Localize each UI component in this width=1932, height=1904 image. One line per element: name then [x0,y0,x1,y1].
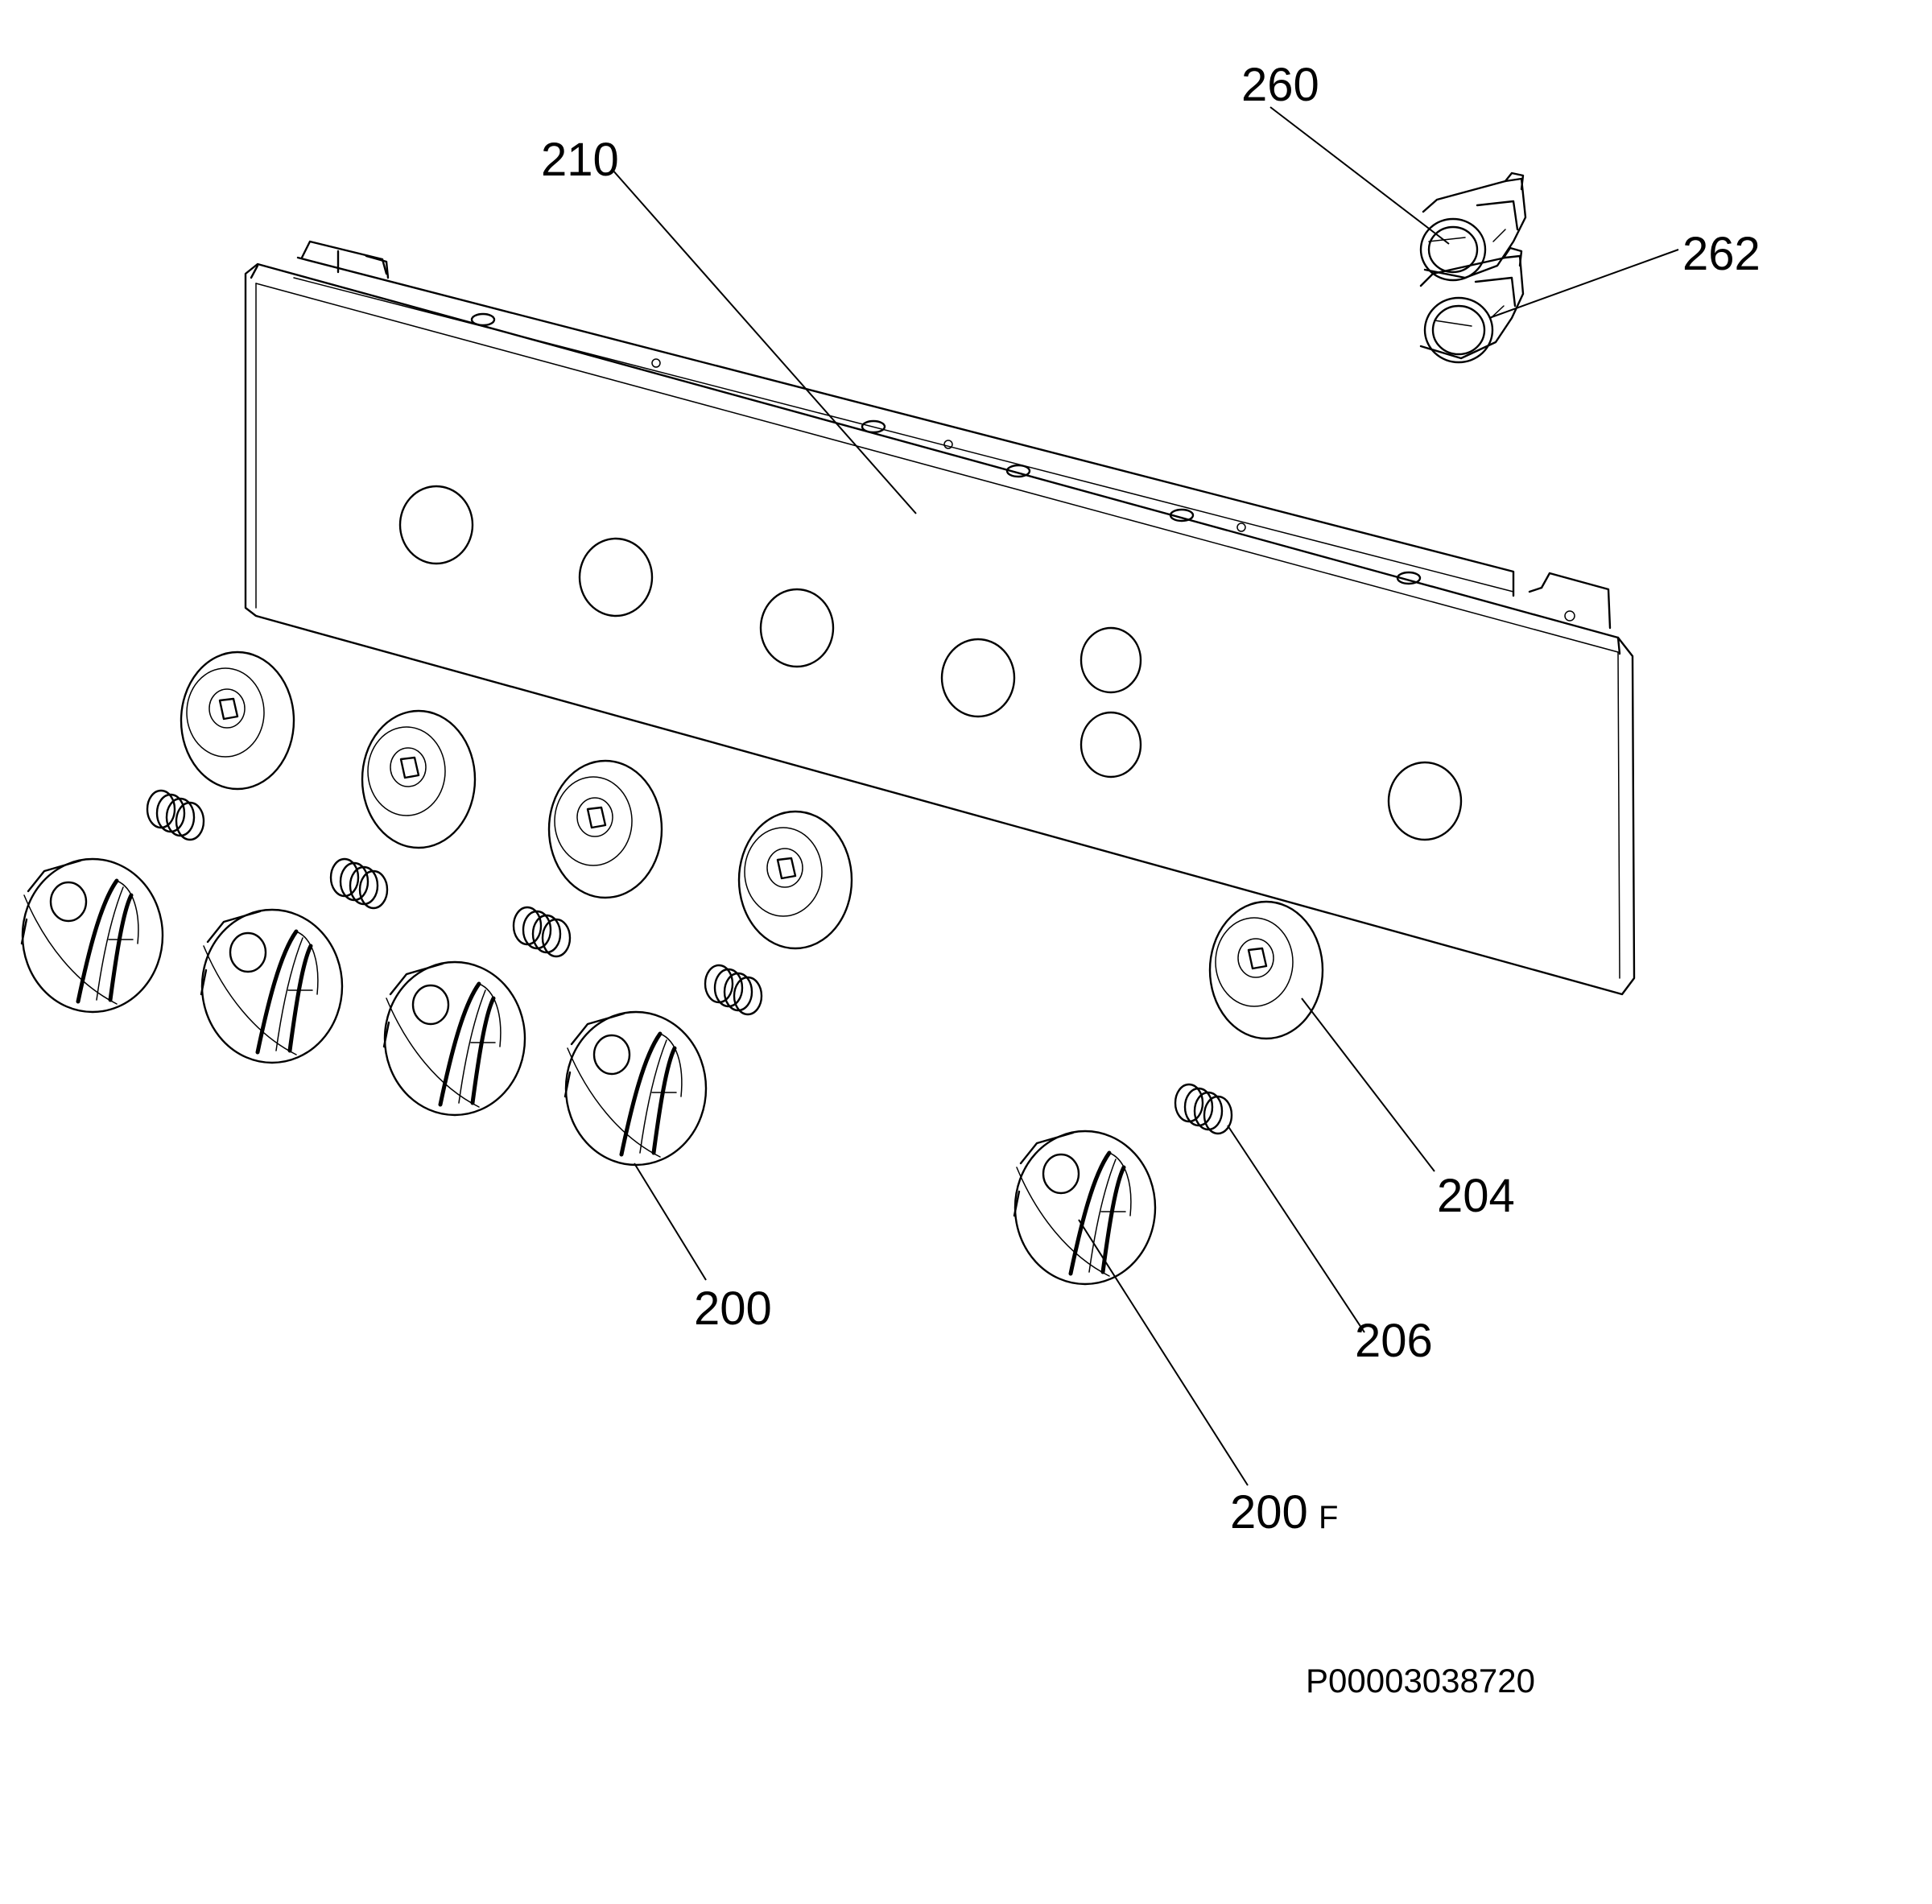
spring-4 [704,964,763,1016]
callout-200f: 200 [1230,1486,1308,1538]
callout-260: 260 [1241,59,1319,111]
callout-200: 200 [694,1282,772,1335]
indicator-lamp-262 [1419,246,1525,364]
spring-1 [146,789,205,841]
knob-bezel-5 [1208,900,1324,1040]
control-knob-2 [200,908,344,1064]
control-panel [244,240,1636,996]
leader-lines [611,106,1679,1486]
indicator-lamp-260 [1419,171,1527,282]
knob-bezel-2 [361,709,477,849]
callout-204: 204 [1437,1170,1515,1222]
control-knob-4 [564,1010,708,1167]
knob-bezel-4 [737,810,853,950]
callout-262: 262 [1682,228,1761,280]
control-knob-5 [1013,1130,1157,1286]
spring-5 [1174,1083,1233,1135]
knob-bezel-1 [180,650,295,791]
spring-3 [512,906,572,958]
callout-206: 206 [1355,1315,1433,1367]
knob-bezel-3 [547,759,663,899]
control-knob-1 [20,857,164,1014]
drawing-number: P00003038720 [1306,1662,1535,1700]
callout-210: 210 [541,134,619,186]
spring-2 [329,857,389,910]
control-knob-3 [382,960,526,1117]
callout-200f-suffix: F [1319,1500,1338,1535]
